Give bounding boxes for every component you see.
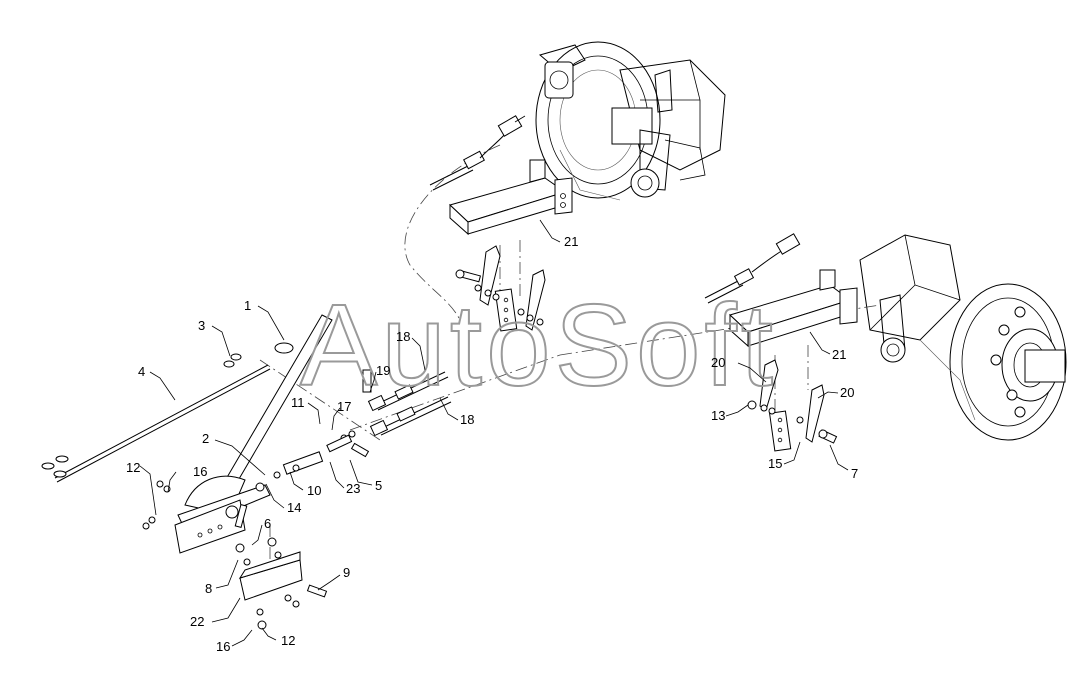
callout-20-right: 20 bbox=[840, 385, 854, 400]
lower-axle-hub-assembly bbox=[859, 234, 1067, 441]
leader-lines bbox=[139, 219, 849, 647]
bracket-21-upper bbox=[449, 159, 573, 236]
watermark-text: AutoSoft bbox=[300, 280, 777, 410]
callout-labels: 1 2 3 4 5 6 7 8 9 10 11 12 12 13 14 15 1… bbox=[126, 234, 858, 654]
callout-22: 22 bbox=[190, 614, 204, 629]
callout-7: 7 bbox=[851, 466, 858, 481]
callout-23: 23 bbox=[346, 481, 360, 496]
callout-16-bottom: 16 bbox=[216, 639, 230, 654]
center-cables bbox=[326, 369, 452, 458]
clevis-pin bbox=[273, 451, 324, 479]
upper-axle-drum-assembly bbox=[535, 41, 726, 201]
lever-plates-lower bbox=[747, 359, 838, 452]
callout-15: 15 bbox=[768, 456, 782, 471]
bracket-21-lower bbox=[729, 269, 858, 348]
rod-4 bbox=[41, 342, 294, 483]
callout-21-lower: 21 bbox=[832, 347, 846, 362]
callout-21-upper: 21 bbox=[564, 234, 578, 249]
callout-11: 11 bbox=[291, 395, 305, 410]
callout-10: 10 bbox=[307, 483, 321, 498]
callout-8: 8 bbox=[205, 581, 212, 596]
hand-lever bbox=[174, 314, 333, 554]
callout-20-left: 20 bbox=[711, 355, 725, 370]
callout-18-lower: 18 bbox=[460, 412, 474, 427]
callout-4: 4 bbox=[138, 364, 145, 379]
callout-6: 6 bbox=[264, 516, 271, 531]
callout-13: 13 bbox=[711, 408, 725, 423]
bracket-22 bbox=[142, 480, 328, 630]
callout-1: 1 bbox=[244, 298, 251, 313]
callout-16-left: 16 bbox=[193, 464, 207, 479]
callout-19: 19 bbox=[376, 363, 390, 378]
callout-9: 9 bbox=[343, 565, 350, 580]
callout-3: 3 bbox=[198, 318, 205, 333]
callout-5: 5 bbox=[375, 478, 382, 493]
callout-17: 17 bbox=[337, 399, 351, 414]
callout-2: 2 bbox=[202, 431, 209, 446]
callout-12-left: 12 bbox=[126, 460, 140, 475]
lever-plates-upper bbox=[455, 245, 546, 332]
upper-cable-end bbox=[429, 115, 526, 191]
callout-18-upper: 18 bbox=[396, 329, 410, 344]
lower-cable-end bbox=[704, 233, 801, 304]
callout-14: 14 bbox=[287, 500, 301, 515]
callout-12-bottom: 12 bbox=[281, 633, 295, 648]
